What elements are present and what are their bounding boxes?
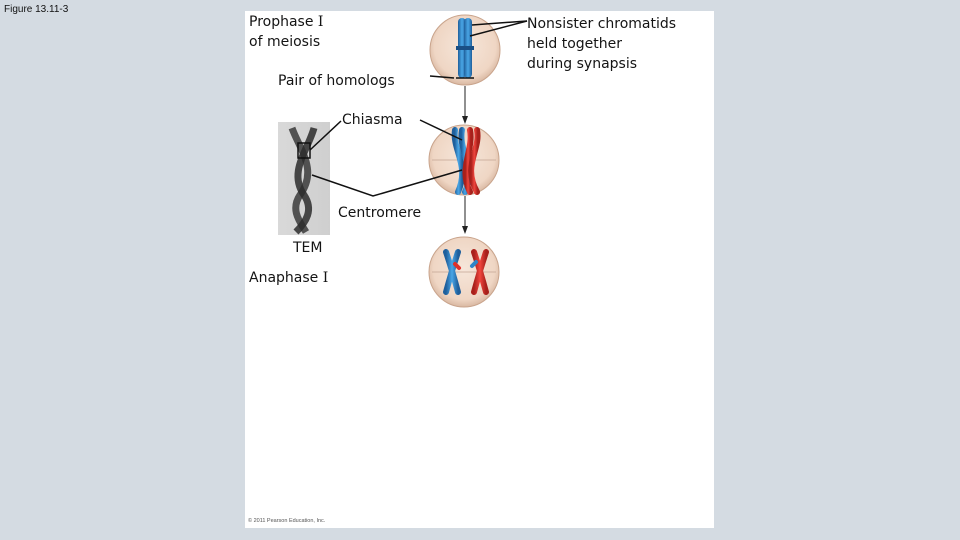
leader-chiasma-tem	[309, 120, 342, 151]
leader-chiasma	[419, 119, 463, 141]
label-nonsister-1: Nonsister chromatids	[527, 16, 677, 32]
label-anaphase-numeral: I	[322, 270, 329, 286]
chiasma-box	[297, 142, 311, 159]
label-of-meiosis: of meiosis	[249, 34, 321, 50]
label-anaphase: Anaphase I	[249, 269, 328, 288]
label-pair-of-homologs: Pair of homologs	[278, 73, 395, 89]
label-centromere: Centromere	[338, 205, 422, 221]
figure-label: Figure 13.11-3	[4, 4, 69, 15]
leader-nonsister-2	[469, 20, 528, 37]
label-chiasma: Chiasma	[342, 112, 403, 128]
label-anaphase-text: Anaphase	[249, 270, 319, 286]
leader-centromere	[311, 169, 463, 197]
leader-lines	[309, 20, 528, 197]
label-prophase-text: Prophase	[249, 14, 314, 30]
cell-chiasma	[428, 124, 500, 196]
label-nonsister-3: during synapsis	[527, 56, 638, 72]
label-tem: TEM	[293, 240, 323, 256]
cell-anaphase	[428, 236, 500, 308]
copyright-notice: © 2011 Pearson Education, Inc.	[248, 518, 326, 524]
cell-prophase	[429, 14, 501, 86]
label-nonsister-2: held together	[527, 36, 622, 52]
label-prophase-numeral: I	[317, 14, 324, 30]
leader-nonsister-1	[471, 20, 528, 26]
leader-homologs	[429, 75, 455, 79]
label-prophase: Prophase I	[249, 13, 323, 32]
